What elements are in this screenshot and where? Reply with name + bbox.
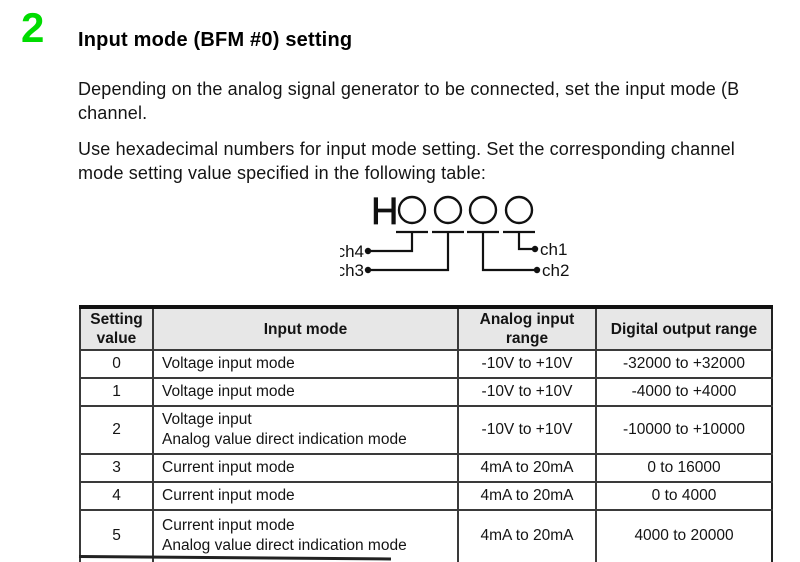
paragraph-1: Depending on the analog signal generator… xyxy=(78,77,739,125)
ch4-bullet-dot xyxy=(364,247,372,255)
analog-range-cell: 4mA to 20mA xyxy=(457,509,596,562)
analog-range-cell: -10V to +10V xyxy=(457,405,596,454)
ch4-label: ch4 xyxy=(340,242,364,261)
ch1-bullet-dot xyxy=(531,245,539,253)
section-number: 2 xyxy=(21,4,44,51)
hex-prefix-h: H xyxy=(371,191,398,233)
input-mode-cell: Voltage input mode xyxy=(152,377,458,406)
analog-range-cell: 4mA to 20mA xyxy=(457,481,596,510)
table-row-setting-5: 5 Current input mode Analog value direct… xyxy=(79,509,772,562)
setting-value-cell: 2 xyxy=(79,405,153,454)
input-mode-cell: Current input mode xyxy=(152,453,458,482)
digit-circle-ch4 xyxy=(397,195,427,225)
input-mode-table-container: Setting value Input mode Analog input ra… xyxy=(79,305,773,562)
ch3-connector-line xyxy=(368,232,450,272)
col-header-setting-value: Setting value xyxy=(79,307,153,351)
setting-value-cell: 5 xyxy=(79,509,153,562)
header-line: Analog input xyxy=(479,311,575,328)
analog-range-cell: -10V to +10V xyxy=(457,349,596,378)
ch3-label: ch3 xyxy=(340,261,364,280)
input-mode-cell: Current input mode Analog value direct i… xyxy=(152,509,458,562)
digital-range-cell: 0 to 4000 xyxy=(595,481,772,510)
digit-circle-ch3 xyxy=(433,195,463,225)
ch1-connector-line xyxy=(517,232,535,251)
input-mode-cell: Voltage input Analog value direct indica… xyxy=(152,405,458,454)
col-header-analog-input-range: Analog input range xyxy=(457,307,596,351)
digit-circle-ch1 xyxy=(504,195,534,225)
digit-circle-ch2 xyxy=(468,195,498,225)
paragraph-1-line-2: channel. xyxy=(78,103,148,123)
hex-setting-diagram: H ch4 ch3 ch1 ch2 xyxy=(340,191,569,280)
page-title: Input mode (BFM #0) setting xyxy=(78,29,353,51)
digital-range-cell: -32000 to +32000 xyxy=(595,349,772,378)
header-line: value xyxy=(96,330,137,347)
setting-value-cell: 0 xyxy=(79,349,153,378)
ch2-connector-line xyxy=(481,232,537,272)
header-line: Setting xyxy=(90,311,143,328)
digital-range-cell: 0 to 16000 xyxy=(595,453,772,482)
setting-value-cell: 1 xyxy=(79,377,153,406)
ch4-connector-line xyxy=(368,232,414,253)
input-mode-table: Setting value Input mode Analog input ra… xyxy=(79,305,773,562)
table-header-row: Setting value Input mode Analog input ra… xyxy=(79,307,772,351)
ch2-bullet-dot xyxy=(533,266,541,274)
col-header-digital-output-range: Digital output range xyxy=(595,307,772,351)
paragraph-1-line-1: Depending on the analog signal generator… xyxy=(78,79,740,99)
table-row-setting-3: 3 Current input mode 4mA to 20mA 0 to 16… xyxy=(79,453,772,482)
setting-value-cell: 3 xyxy=(79,453,153,482)
digital-range-cell: -10000 to +10000 xyxy=(595,405,772,454)
ch2-label: ch2 xyxy=(542,261,569,280)
table-row-setting-0: 0 Voltage input mode -10V to +10V -32000… xyxy=(79,349,772,378)
setting-value-cell: 4 xyxy=(79,481,153,510)
digital-range-cell: -4000 to +4000 xyxy=(595,377,772,406)
paragraph-2-line-2: mode setting value specified in the foll… xyxy=(78,163,487,183)
input-mode-cell: Current input mode xyxy=(152,481,458,510)
ch1-label: ch1 xyxy=(540,240,567,259)
analog-range-cell: 4mA to 20mA xyxy=(457,453,596,482)
header-line: Input mode xyxy=(263,320,348,338)
paragraph-2: Use hexadecimal numbers for input mode s… xyxy=(78,137,735,185)
input-mode-cell: Voltage input mode xyxy=(152,349,458,378)
paragraph-2-line-1: Use hexadecimal numbers for input mode s… xyxy=(78,139,735,159)
table-row-setting-1: 1 Voltage input mode -10V to +10V -4000 … xyxy=(79,377,772,406)
digital-range-cell: 4000 to 20000 xyxy=(595,509,772,562)
table-row-setting-2: 2 Voltage input Analog value direct indi… xyxy=(79,405,772,454)
header-line: Digital output range xyxy=(610,320,758,338)
ch3-bullet-dot xyxy=(364,266,372,274)
table-row-setting-4: 4 Current input mode 4mA to 20mA 0 to 40… xyxy=(79,481,772,510)
header-line: range xyxy=(505,330,549,347)
analog-range-cell: -10V to +10V xyxy=(457,377,596,406)
col-header-input-mode: Input mode xyxy=(152,307,458,351)
